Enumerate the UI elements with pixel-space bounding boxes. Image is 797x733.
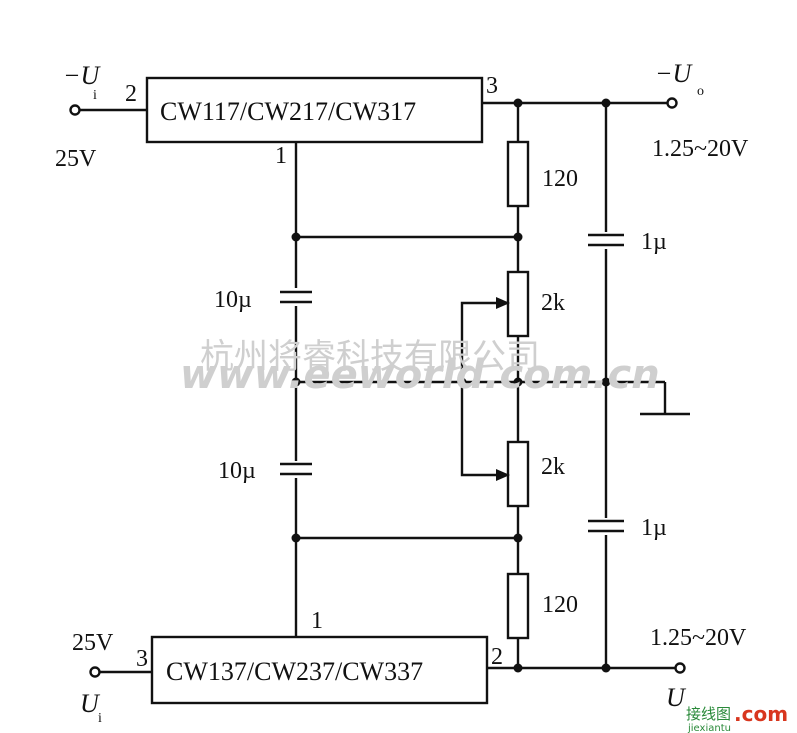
input-bottom-sub: i (98, 711, 102, 726)
wiper-arrow-bottom (496, 469, 510, 481)
pin-bottom-adj: 1 (311, 608, 323, 634)
pin-top-adj: 1 (275, 143, 287, 169)
wiper-loop (460, 301, 508, 477)
input-bottom-voltage: 25V (72, 630, 114, 656)
output-bottom-symbol: U (666, 683, 687, 712)
regulator-bottom-label: CW137/CW237/CW337 (166, 657, 423, 686)
corner-watermark-com: .com (734, 702, 788, 726)
output-top-range: 1.25~20V (652, 136, 749, 162)
terminal-output-bottom (674, 662, 686, 674)
pin-top-out: 3 (486, 73, 498, 99)
pin-bottom-out: 2 (491, 644, 503, 670)
input-top-sub: i (93, 88, 97, 103)
pot-top-body (506, 270, 530, 338)
watermark-url: www.eeworld.com.cn (180, 352, 660, 398)
output-bottom-range: 1.25~20V (650, 625, 747, 651)
watermark-cn: 杭州将睿科技有限公司 (200, 337, 540, 377)
label-c-out-bottom: 1µ (641, 515, 667, 541)
terminal-input-bottom (89, 666, 101, 678)
label-r-top: 120 (542, 166, 578, 192)
input-bottom-symbol: U (80, 689, 101, 718)
label-c-adj-bottom: 10µ (218, 458, 256, 484)
output-top-sub: o (697, 84, 704, 99)
pot-bottom-body (506, 440, 530, 508)
output-top-symbol: −U (655, 59, 694, 88)
resistor-r-top (506, 140, 530, 208)
regulator-bottom-box (150, 635, 489, 705)
input-top-voltage: 25V (55, 146, 97, 172)
pin-bottom-in: 3 (136, 646, 148, 672)
label-c-out-top: 1µ (641, 229, 667, 255)
junction-dots (291, 98, 611, 673)
input-top-symbol: −U (63, 61, 102, 90)
wiper-arrow-top (496, 297, 510, 309)
regulator-top-label: CW117/CW217/CW317 (160, 97, 416, 126)
pin-top-in: 2 (125, 81, 137, 107)
label-c-adj-top: 10µ (214, 287, 252, 313)
terminal-output-top (666, 97, 678, 109)
resistor-r-bottom (506, 572, 530, 640)
terminal-input-top (69, 104, 81, 116)
corner-watermark-cn: 接线图 (686, 705, 731, 723)
corner-watermark-url: jiexiantu (687, 723, 731, 733)
label-r-bottom: 120 (542, 592, 578, 618)
label-pot-bottom: 2k (541, 454, 565, 480)
label-pot-top: 2k (541, 290, 565, 316)
